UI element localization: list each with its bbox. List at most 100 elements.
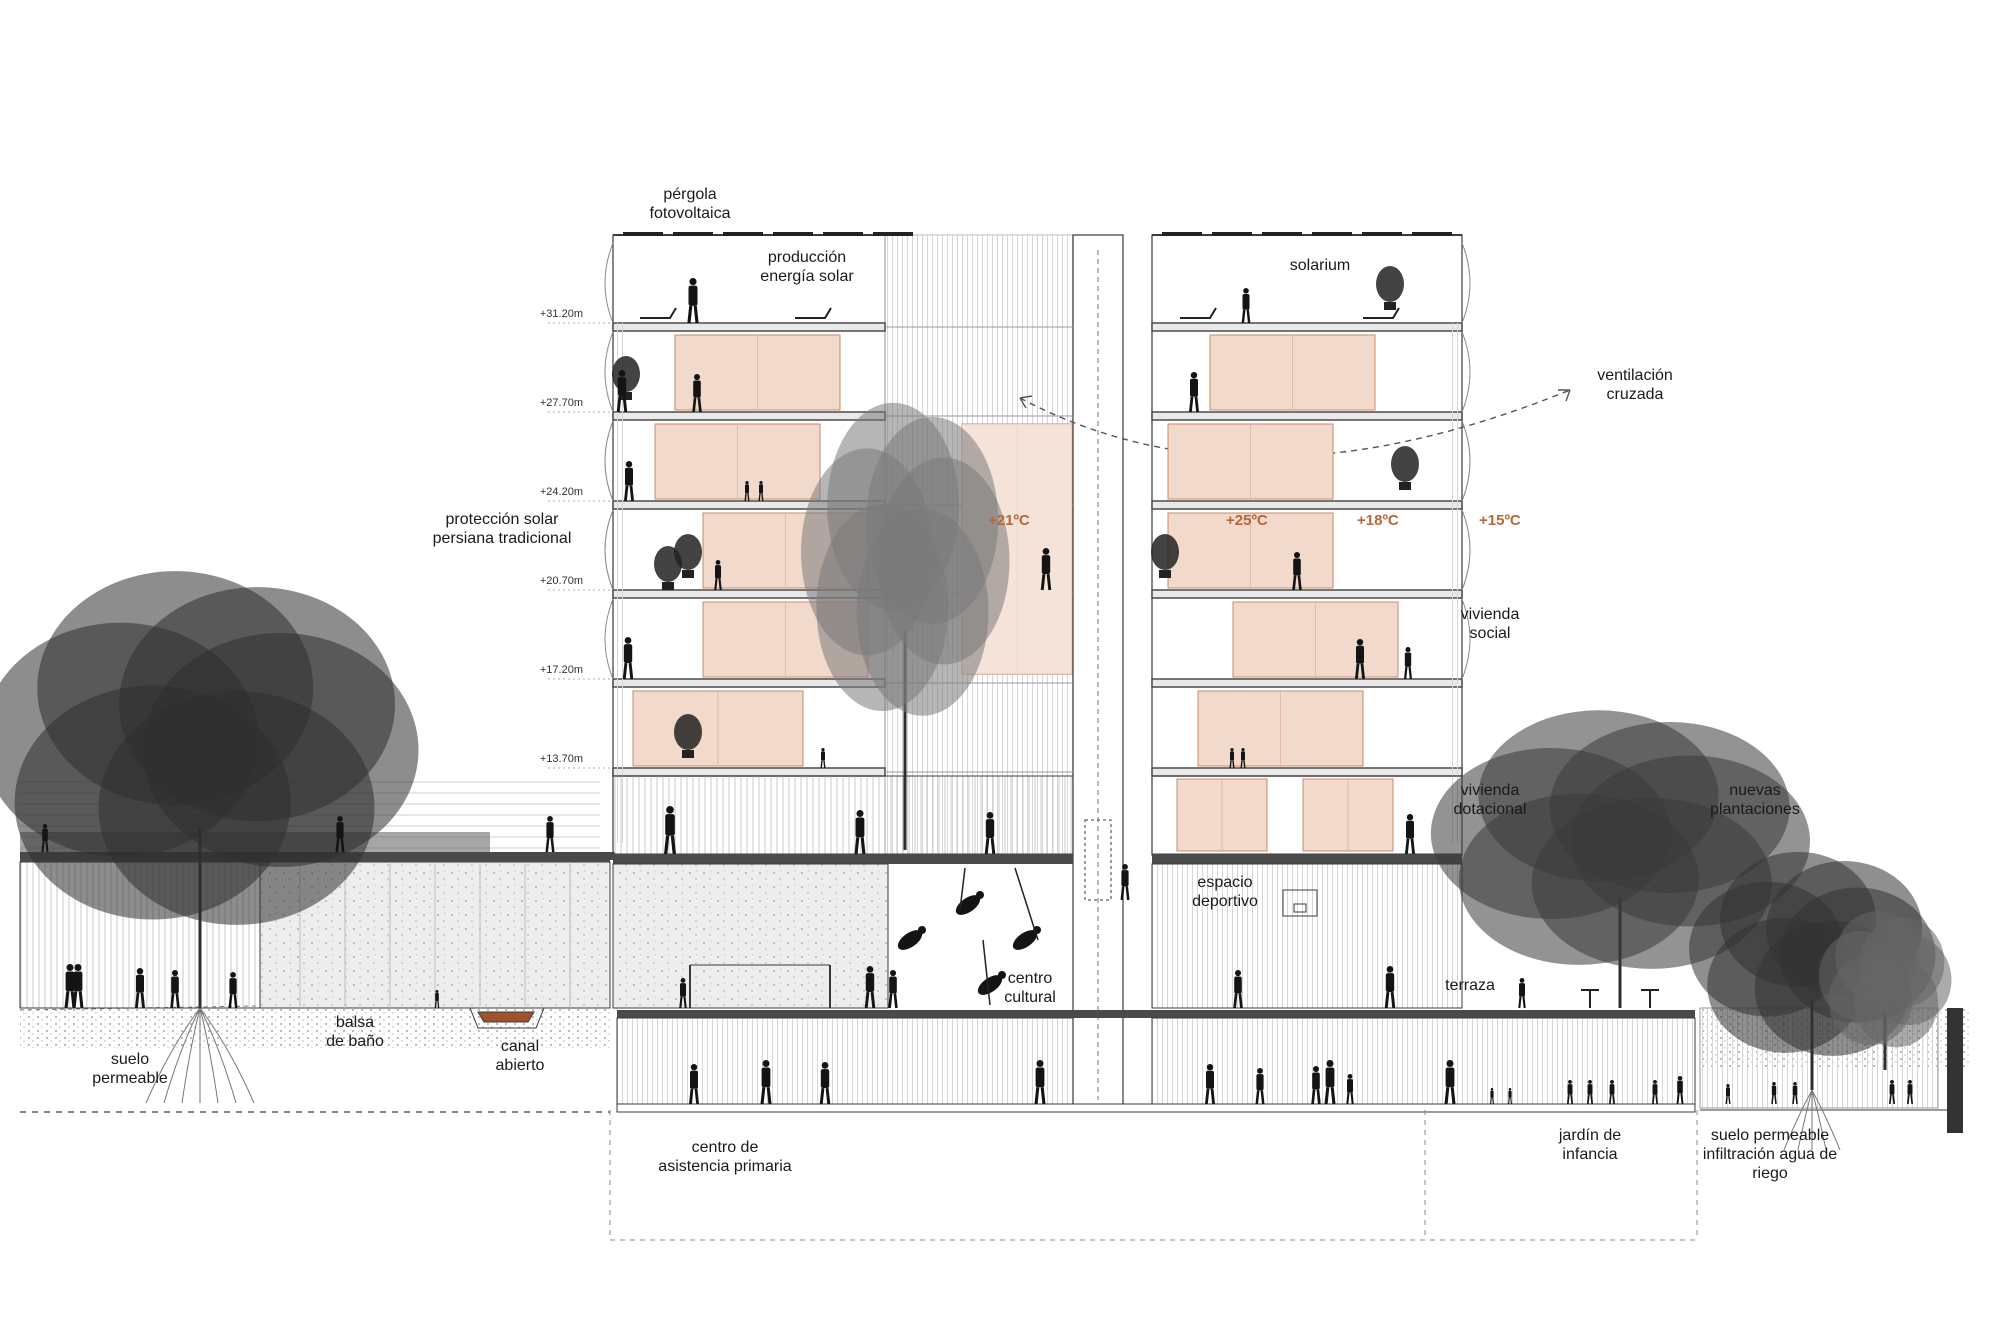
person-head [1293, 552, 1301, 559]
person-body [820, 1069, 830, 1089]
person-head [759, 481, 763, 485]
shutter-arc [1461, 598, 1471, 680]
person-head [1405, 647, 1411, 653]
person-body [693, 380, 701, 398]
person-head [1386, 966, 1394, 973]
solar-panel [1162, 232, 1202, 236]
person-body [1508, 1090, 1512, 1098]
floor-slab [1152, 854, 1462, 864]
person-leg [628, 662, 634, 680]
person-body [690, 1070, 698, 1089]
person-leg [1408, 666, 1412, 680]
solar-panel [1412, 232, 1452, 236]
person-body [761, 1067, 771, 1088]
person-leg [1260, 1090, 1265, 1105]
person-leg [1210, 1088, 1215, 1105]
shutter-arc [1461, 509, 1471, 591]
person-head [1257, 1068, 1263, 1074]
person-leg [1243, 760, 1246, 769]
person-body [1609, 1084, 1615, 1095]
person-body [65, 971, 75, 992]
person-leg [854, 837, 860, 855]
trees [0, 266, 1952, 1151]
person-leg [1492, 1097, 1494, 1105]
person-body [1293, 558, 1301, 576]
person-leg [1510, 1097, 1512, 1105]
person-body [1726, 1087, 1730, 1097]
floor-slab [612, 322, 886, 332]
person-leg [1567, 1094, 1570, 1105]
person-body [1312, 1072, 1320, 1090]
person-body [1242, 293, 1250, 310]
basketball-board [1282, 889, 1318, 917]
label-cultural-center: centro cultural [1004, 970, 1056, 1006]
person-body [1519, 983, 1525, 997]
person-leg [718, 578, 722, 591]
tree-root [1797, 1089, 1813, 1151]
person-body [1445, 1067, 1455, 1088]
person-leg [41, 841, 45, 853]
plant-pot [1399, 482, 1411, 490]
person-leg [550, 838, 555, 853]
person-leg [1205, 1088, 1210, 1105]
person-head [1406, 814, 1414, 821]
person-head [624, 637, 632, 644]
kindergarten-facade [1151, 1017, 1696, 1105]
person-head [889, 970, 897, 977]
plant-pot [662, 582, 674, 590]
person-head [1588, 1080, 1592, 1084]
ventilation-arrow [1019, 389, 1571, 458]
person-leg [687, 305, 693, 324]
acrobat-head [998, 971, 1006, 979]
person-leg [1316, 1089, 1321, 1105]
person-head [1519, 978, 1525, 983]
person-leg [1238, 993, 1243, 1009]
shutter-arc [604, 242, 614, 324]
person-leg [1612, 1094, 1615, 1105]
person-leg [1892, 1094, 1895, 1105]
person-body [1356, 645, 1364, 664]
person-body [1041, 555, 1051, 575]
person-body [1234, 976, 1242, 994]
person-head [1243, 288, 1249, 294]
aerial-rope [1014, 867, 1039, 941]
solar-panel [1362, 232, 1402, 236]
person-body [42, 828, 48, 842]
person-leg [1120, 886, 1125, 901]
shutter-arc [604, 509, 614, 591]
person-body [1230, 751, 1234, 761]
person-leg [1346, 1092, 1350, 1105]
person-head [680, 978, 686, 983]
person-head [1726, 1084, 1730, 1088]
label-infiltration: suelo permeable infiltración agua de rie… [1702, 1127, 1838, 1182]
canal-channel [477, 1011, 535, 1023]
label-permeable-soil: suelo permeable [92, 1051, 168, 1087]
person-body [1771, 1085, 1777, 1096]
sun-lounger [1180, 307, 1217, 319]
person-head [547, 816, 553, 822]
level-marker: +17.20m [539, 664, 583, 676]
person-head [230, 972, 236, 978]
person-head [1190, 372, 1198, 379]
person-head [1241, 748, 1245, 752]
person-leg [819, 1087, 825, 1105]
person-head [625, 461, 633, 468]
person-head [1122, 864, 1128, 870]
floor-slab [1151, 589, 1463, 599]
label-dotational-housing: vivienda dotacional [1453, 782, 1527, 818]
person-body [865, 973, 875, 993]
person-leg [1255, 1090, 1260, 1105]
aerial-rope [959, 867, 966, 911]
label-pergola: pérgola fotovoltaica [649, 186, 731, 222]
tree-root [181, 1007, 201, 1104]
gabion-wall [1947, 1008, 1963, 1133]
tree-root [1783, 1089, 1813, 1151]
solar-panel [873, 232, 913, 236]
person-leg [1444, 1087, 1450, 1105]
floor-slab [1151, 322, 1463, 332]
person-head [1347, 1074, 1353, 1079]
person-body [745, 484, 749, 494]
person-head [1234, 970, 1242, 977]
